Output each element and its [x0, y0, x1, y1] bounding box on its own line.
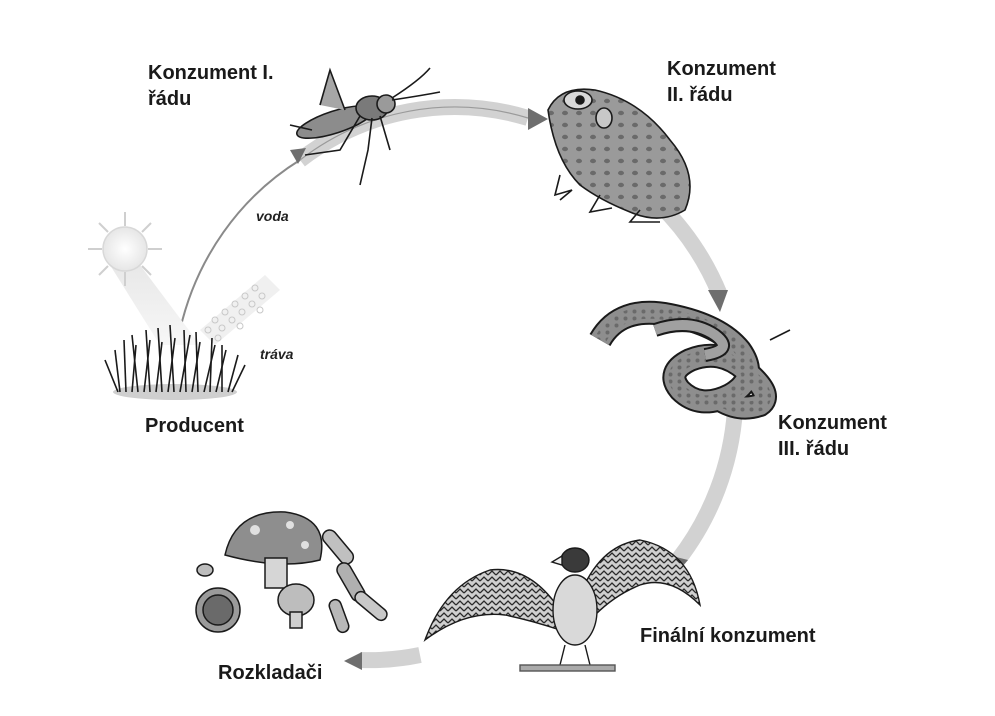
arrow-head-5	[290, 148, 306, 164]
arrow-head-4	[344, 652, 362, 670]
grass-icon	[104, 324, 246, 400]
label-decomposers: Rozkladači	[218, 662, 323, 684]
label-consumer-3-line1: Konzument	[778, 412, 887, 434]
label-consumer-3: Konzument III. řádu	[778, 410, 887, 462]
mushroom-bacteria-icon	[195, 511, 388, 634]
falcon-icon	[423, 539, 702, 672]
annotation-water: voda	[256, 208, 289, 224]
grasshopper-icon	[289, 67, 441, 186]
water-drops-icon	[200, 275, 280, 345]
annotation-grass: tráva	[260, 346, 294, 362]
label-consumer-2-line2: II. řádu	[667, 84, 733, 106]
arrow-head-1	[528, 108, 548, 130]
label-consumer-1: Konzument I. řádu	[148, 60, 274, 112]
label-consumer-3-line2: III. řádu	[778, 438, 850, 460]
sun-icon	[88, 212, 200, 345]
label-consumer-2: Konzument II. řádu	[667, 56, 776, 108]
label-consumer-1-line2: řádu	[148, 88, 192, 110]
label-consumer-2-line1: Konzument	[667, 58, 776, 80]
label-producer: Producent	[145, 415, 244, 437]
label-consumer-1-line1: Konzument I.	[148, 62, 274, 84]
label-final-consumer: Finální konzument	[640, 625, 816, 647]
frog-icon	[547, 88, 691, 223]
arrow-head-2	[708, 290, 728, 312]
snake-icon	[589, 300, 791, 420]
